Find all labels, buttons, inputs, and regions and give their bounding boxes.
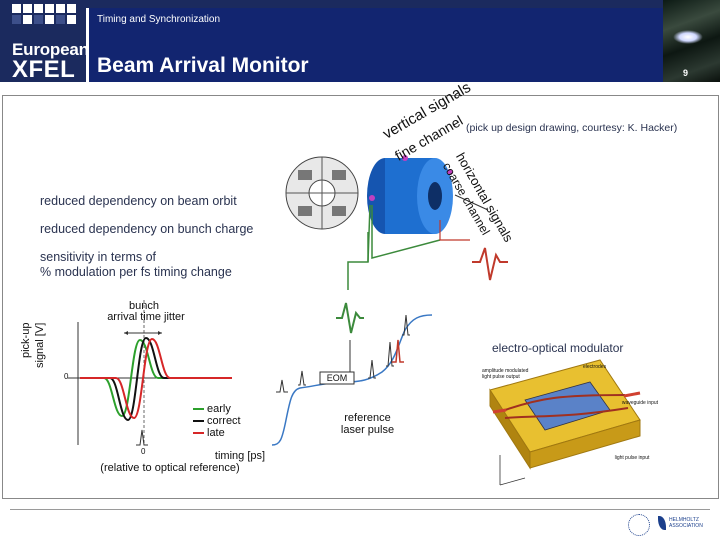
eom-chip-drawing bbox=[489, 359, 641, 486]
plot-ylabel-1: pick-up bbox=[20, 322, 32, 358]
slide-title: Beam Arrival Monitor bbox=[97, 54, 309, 77]
plot-x-zero: 0 bbox=[141, 447, 146, 456]
plot-xlabel-note: (relative to optical reference) bbox=[100, 462, 240, 474]
pickup-cross-section bbox=[285, 156, 359, 230]
point-sensitivity-2: % modulation per fs timing change bbox=[40, 265, 232, 279]
section-title: Timing and Synchronization bbox=[97, 14, 221, 25]
legend-correct: correct bbox=[207, 415, 241, 427]
header-photo bbox=[663, 0, 720, 82]
laser-pulse-label: laser pulse bbox=[340, 424, 395, 436]
footer-rule bbox=[10, 509, 710, 510]
logo-xfel: XFEL bbox=[12, 56, 76, 83]
point-orbit: reduced dependency on beam orbit bbox=[40, 194, 237, 208]
eom-tiny-input: light pulse input bbox=[614, 455, 650, 461]
eom-tiny-electrodes: electrodes bbox=[583, 364, 607, 370]
pickup-signal-plot bbox=[68, 300, 232, 445]
eom-box bbox=[319, 371, 355, 385]
title-panel: Timing and Synchronization Beam Arrival … bbox=[86, 8, 664, 82]
legend-late: late bbox=[207, 427, 225, 439]
plot-y-zero: 0 bbox=[64, 372, 69, 381]
label-arrival-jitter: arrival time jitter bbox=[107, 311, 185, 323]
reference-label: reference bbox=[344, 412, 391, 424]
plot-ylabel-2: signal [V] bbox=[34, 322, 46, 368]
footer-partner: HELMHOLTZ ASSOCIATION bbox=[669, 517, 703, 529]
logo-european: European bbox=[12, 40, 89, 59]
courtesy-note: (pick up design drawing, courtesy: K. Ha… bbox=[466, 122, 678, 134]
eom-label: EOM bbox=[326, 373, 348, 383]
modulator-title: electro-optical modulator bbox=[492, 341, 624, 355]
point-sensitivity-1: sensitivity in terms of bbox=[40, 250, 157, 264]
page-number: 9 bbox=[683, 68, 689, 78]
legend-early: early bbox=[207, 403, 231, 415]
coarse-signal-waveform bbox=[472, 247, 508, 281]
plot-xlabel: timing [ps] bbox=[214, 450, 266, 462]
header-bar: European XFEL Timing and Synchronization… bbox=[0, 0, 720, 83]
eom-tiny-output: amplitude modulated light pulse output bbox=[482, 368, 529, 380]
eom-sampling-curve bbox=[136, 314, 433, 446]
fine-channel-cable bbox=[347, 204, 371, 290]
coarse-channel-cable bbox=[439, 220, 470, 241]
point-charge: reduced dependency on bunch charge bbox=[40, 222, 254, 236]
pickup-3d-body bbox=[367, 155, 453, 234]
label-bunch: bunch bbox=[129, 300, 159, 312]
fine-signal-waveform bbox=[336, 302, 364, 334]
helmholtz-leaf-icon bbox=[658, 516, 666, 530]
desy-logo bbox=[628, 514, 650, 536]
eom-tiny-waveguide: waveguide input bbox=[621, 400, 659, 406]
